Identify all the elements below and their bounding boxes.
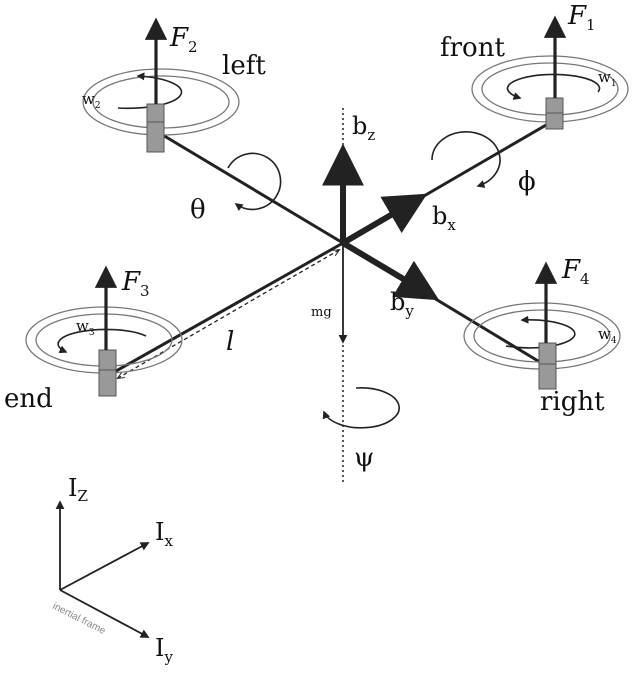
label-front: front: [440, 33, 505, 63]
label-end: end: [4, 384, 53, 414]
label-psi: ψ: [354, 443, 374, 473]
spin-arrow-left: [117, 72, 183, 110]
motor-right: [538, 342, 557, 390]
label-by: by: [390, 288, 414, 320]
spin-arrow-front: [506, 73, 601, 100]
label-Iz: IZ: [68, 474, 88, 505]
label-w1: w1: [598, 68, 617, 89]
psi-rotation-arrow: [322, 387, 400, 429]
label-phi: ϕ: [518, 167, 536, 197]
label-right: right: [540, 387, 605, 417]
label-bz: bz: [352, 112, 375, 144]
label-w3: w3: [76, 317, 95, 338]
label-F3: F3: [121, 267, 150, 300]
label-bx: bx: [432, 202, 456, 234]
inertial-frame-axes: [55, 500, 150, 638]
rotation-arrows: [227, 131, 501, 429]
label-F1: F1: [567, 1, 596, 34]
thrust-arrows: [94, 15, 567, 350]
label-theta: θ: [190, 195, 206, 225]
motor-end: [98, 349, 117, 397]
bx-axis-arrow: [341, 193, 428, 246]
Iy-axis-arrow: [59, 589, 150, 638]
motor-left: [146, 103, 165, 153]
label-Ix: Ix: [155, 518, 173, 550]
label-mg: mg: [311, 305, 332, 320]
theta-rotation-arrow: [227, 152, 282, 212]
label-F4: F4: [561, 255, 590, 288]
label-w4: w4: [598, 325, 617, 346]
quadrotor-arms: [108, 119, 554, 377]
label-inertial-frame: inertial frame: [51, 601, 108, 637]
spin-arrow-end: [57, 328, 147, 353]
label-Iy: Iy: [155, 634, 173, 666]
label-F2: F2: [169, 23, 198, 56]
by-axis-arrow: [341, 240, 440, 301]
label-w2: w2: [82, 90, 101, 111]
rotor-rings: [25, 55, 629, 374]
label-arm-length: l: [226, 327, 234, 357]
arm-left: [155, 129, 344, 245]
label-left: left: [222, 51, 266, 81]
phi-rotation-arrow: [431, 131, 501, 188]
motors: [98, 97, 564, 397]
Ix-axis-arrow: [59, 542, 150, 591]
